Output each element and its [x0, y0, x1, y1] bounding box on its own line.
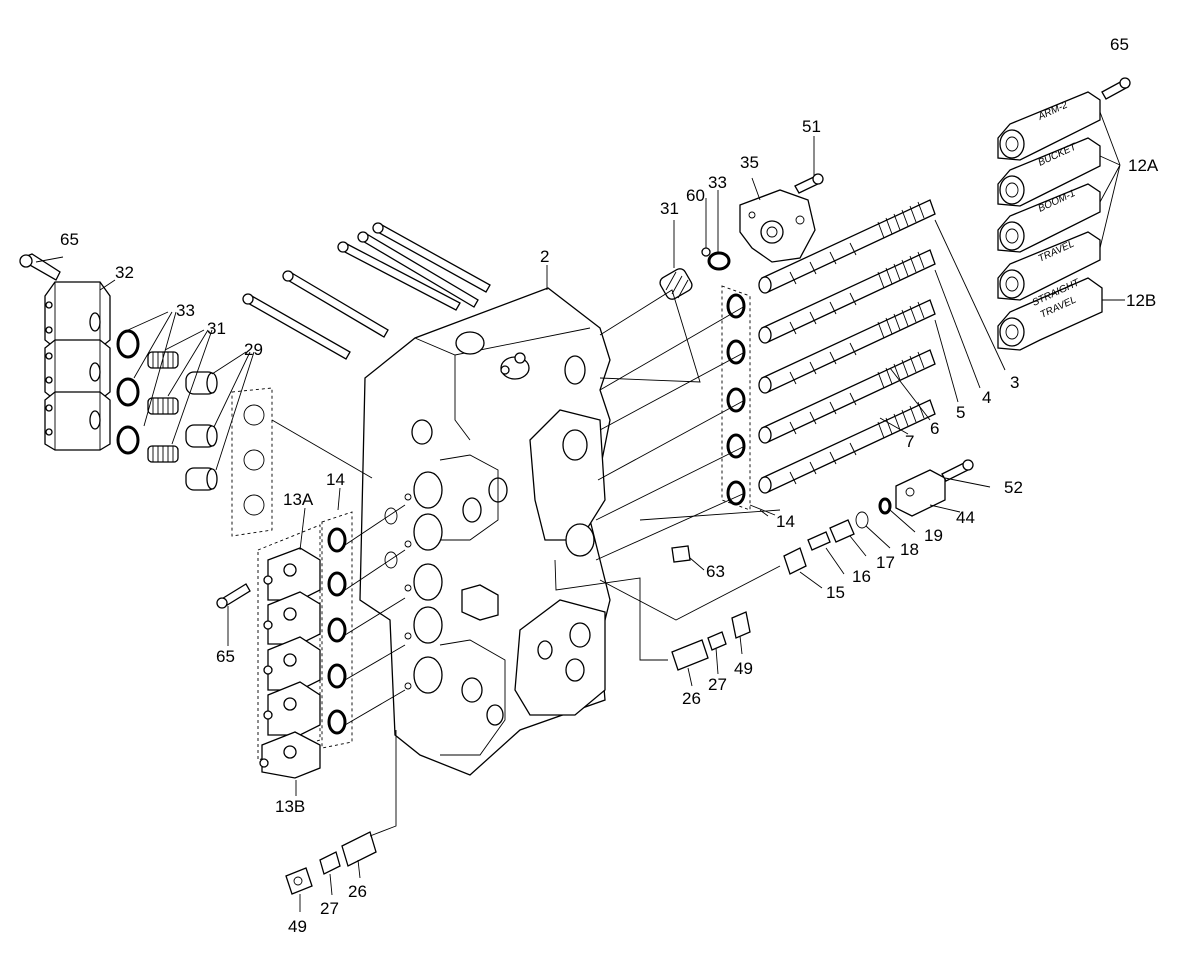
- spring-31-mid: [659, 268, 693, 300]
- label-3: 3: [1010, 373, 1019, 392]
- pilot-caps-13: [257, 524, 321, 779]
- label-16: 16: [852, 567, 871, 586]
- label-31-mid: 31: [660, 199, 679, 218]
- label-18: 18: [900, 540, 919, 559]
- label-51: 51: [802, 117, 821, 136]
- label-19: 19: [924, 526, 943, 545]
- label-32: 32: [115, 263, 134, 282]
- label-49-right: 49: [734, 659, 753, 678]
- tie-bolts: [242, 222, 491, 360]
- part-44: [895, 469, 946, 517]
- left-end-covers: [44, 281, 111, 451]
- label-12A: 12A: [1128, 156, 1159, 175]
- part-17: [829, 519, 855, 543]
- label-35: 35: [740, 153, 759, 172]
- spools: [758, 199, 936, 494]
- spring-27-right: [707, 631, 727, 651]
- cap-arm2: ARM-2: [997, 91, 1101, 161]
- screw-51: [794, 173, 824, 194]
- spring-16: [807, 531, 831, 551]
- spring-27-bottom: [319, 851, 341, 875]
- valve-body: [359, 287, 611, 776]
- o-ring-60: [701, 247, 711, 257]
- label-5: 5: [956, 403, 965, 422]
- part-labels: 65 65 32 33 31 29 2 31 60 33 35 51 12A 1…: [60, 35, 1159, 936]
- pistons-29: [185, 371, 218, 491]
- label-33-left: 33: [176, 301, 195, 320]
- label-14-right: 14: [776, 512, 795, 531]
- springs-31-left: [147, 351, 179, 463]
- o-ring-33-mid: [707, 251, 731, 271]
- label-7: 7: [905, 432, 914, 451]
- label-63: 63: [706, 562, 725, 581]
- gaskets-left: [231, 387, 273, 537]
- ring-18: [855, 511, 869, 529]
- cover-35: [739, 189, 816, 263]
- plug-49-bottom: [285, 867, 313, 895]
- label-4: 4: [982, 388, 991, 407]
- spool-7: [758, 399, 936, 494]
- screw-65-top: [1101, 77, 1131, 100]
- label-26-right: 26: [682, 689, 701, 708]
- o-rings-14-right: [721, 285, 751, 511]
- label-26-bottom: 26: [348, 882, 367, 901]
- screw-65-mid: [216, 583, 251, 609]
- label-14-left: 14: [326, 470, 345, 489]
- o-rings-33-left: [116, 329, 140, 455]
- label-44: 44: [956, 508, 975, 527]
- label-2: 2: [540, 247, 549, 266]
- label-27-right: 27: [708, 675, 727, 694]
- spool-3: [758, 199, 936, 294]
- label-13B: 13B: [275, 797, 305, 816]
- leader-lines: [35, 111, 1125, 912]
- cap-travel: TRAVEL: [997, 231, 1101, 301]
- label-6: 6: [930, 419, 939, 438]
- plug-63: [671, 545, 691, 563]
- o-ring-19: [878, 497, 892, 515]
- caps-12: ARM-2 BUCKET BOOM-1 TRAVEL STRAIGHT TRAV…: [997, 91, 1103, 351]
- label-29: 29: [244, 340, 263, 359]
- label-65-left: 65: [60, 230, 79, 249]
- part-26-bottom: [341, 831, 377, 867]
- label-12B: 12B: [1126, 291, 1156, 310]
- label-15: 15: [826, 583, 845, 602]
- part-26-right: [671, 639, 709, 671]
- spool-4: [758, 249, 936, 344]
- part-15: [783, 547, 807, 575]
- relief-parts: [285, 459, 974, 895]
- label-49-bottom: 49: [288, 917, 307, 936]
- spool-5: [758, 299, 936, 394]
- o-rings-14-left: [321, 511, 353, 749]
- label-31-left: 31: [207, 319, 226, 338]
- plug-49-right: [731, 611, 751, 639]
- label-17: 17: [876, 553, 895, 572]
- label-60: 60: [686, 186, 705, 205]
- label-13A: 13A: [283, 490, 314, 509]
- spool-6: [758, 349, 936, 444]
- label-27-bottom: 27: [320, 899, 339, 918]
- small-rings-body: [384, 493, 412, 690]
- label-65-mid: 65: [216, 647, 235, 666]
- label-33-mid: 33: [708, 173, 727, 192]
- label-52: 52: [1004, 478, 1023, 497]
- label-65-top: 65: [1110, 35, 1129, 54]
- screw-65-left: [19, 253, 61, 281]
